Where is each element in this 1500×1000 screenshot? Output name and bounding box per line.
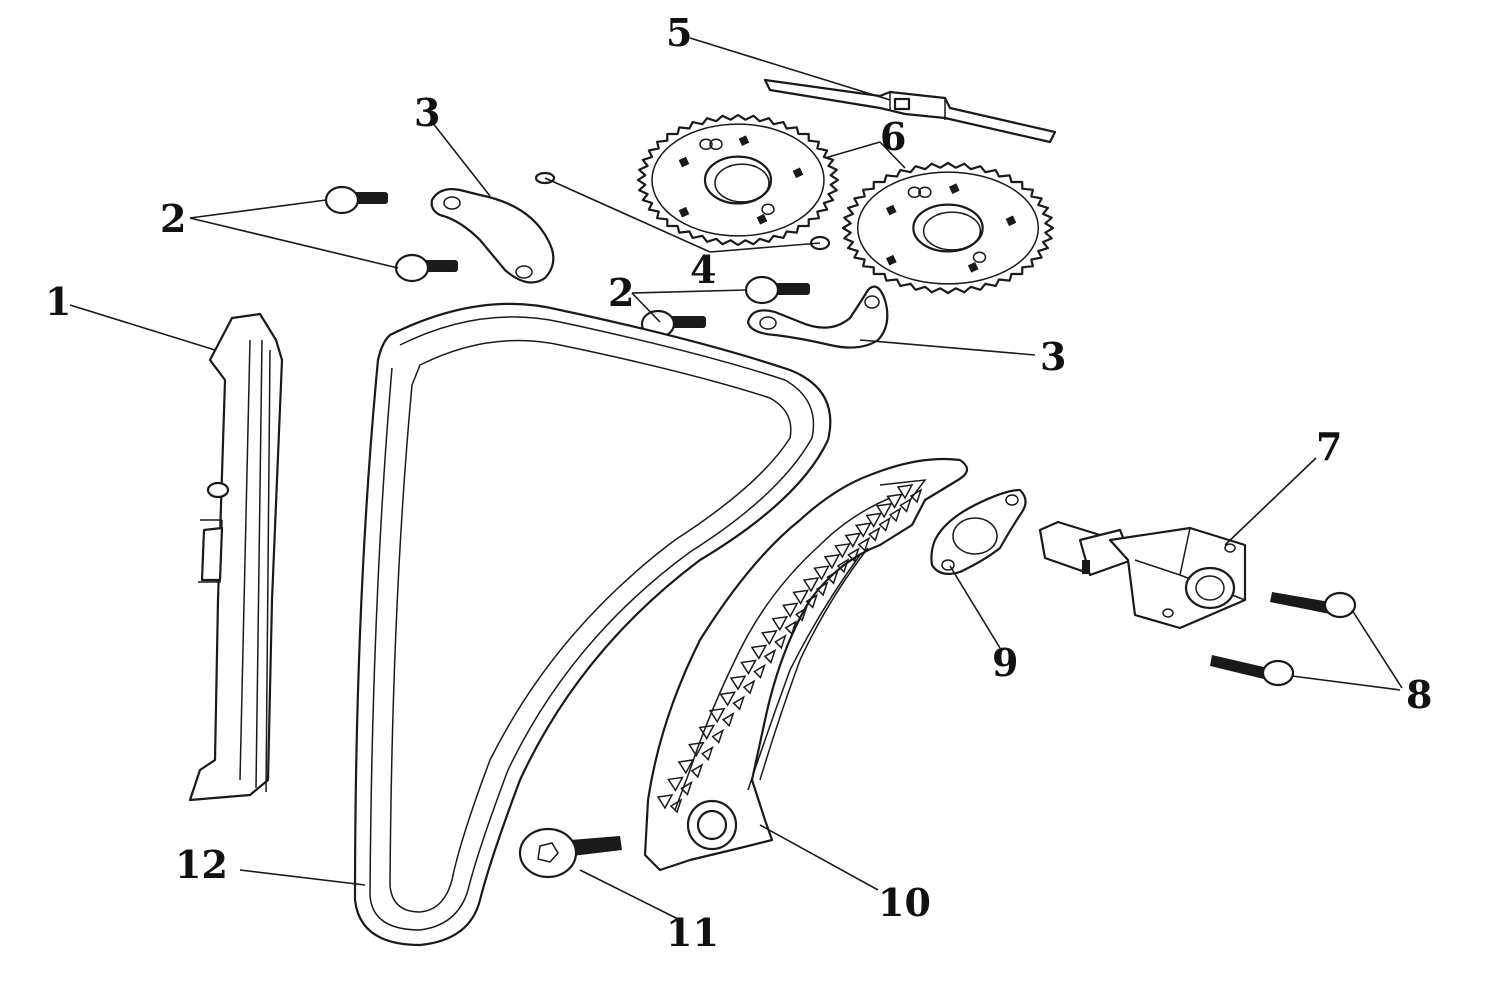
bolt (744, 275, 810, 305)
part-10-tensioner-chain-guide (643, 457, 969, 872)
part-6-camshaft-sprockets (636, 113, 1055, 295)
bolt (324, 185, 388, 215)
callout-1: 1 (45, 279, 71, 324)
callout-6: 6 (880, 114, 906, 159)
leader-lines (69, 37, 1403, 921)
callout-2-lower: 2 (608, 270, 634, 315)
part-9-gasket (930, 488, 1027, 575)
guide-pad-pattern (656, 484, 923, 814)
part-3-retaining-plate-lower (746, 285, 889, 349)
callout-10: 10 (878, 880, 931, 925)
callout-11: 11 (666, 910, 719, 955)
callout-8: 8 (1406, 672, 1432, 717)
sprocket-right (841, 161, 1055, 295)
callout-2-upper: 2 (160, 196, 186, 241)
bolt (1210, 655, 1295, 687)
callout-12: 12 (175, 842, 228, 887)
callout-4: 4 (690, 247, 716, 292)
callout-9: 9 (992, 640, 1018, 685)
bolt (640, 309, 706, 339)
part-3-retaining-plate-upper (430, 188, 555, 284)
sprocket-left (636, 113, 840, 247)
callout-7: 7 (1316, 424, 1342, 469)
bolt (394, 253, 458, 283)
part-12-timing-chain (353, 302, 832, 947)
callout-3-upper: 3 (414, 90, 440, 135)
part-8-tensioner-bolts (1210, 591, 1357, 687)
callout-3-lower: 3 (1040, 334, 1066, 379)
part-7-chain-tensioner (1038, 520, 1247, 630)
part-11-pivot-bolt (518, 827, 622, 879)
callout-5: 5 (666, 10, 692, 55)
callout-labels: 1 2 2 3 3 4 5 6 7 8 9 10 11 12 (45, 10, 1432, 955)
part-5-upper-chain-guide (763, 78, 1057, 144)
bolt (1270, 591, 1357, 619)
part-1-fixed-chain-guide (188, 312, 284, 802)
